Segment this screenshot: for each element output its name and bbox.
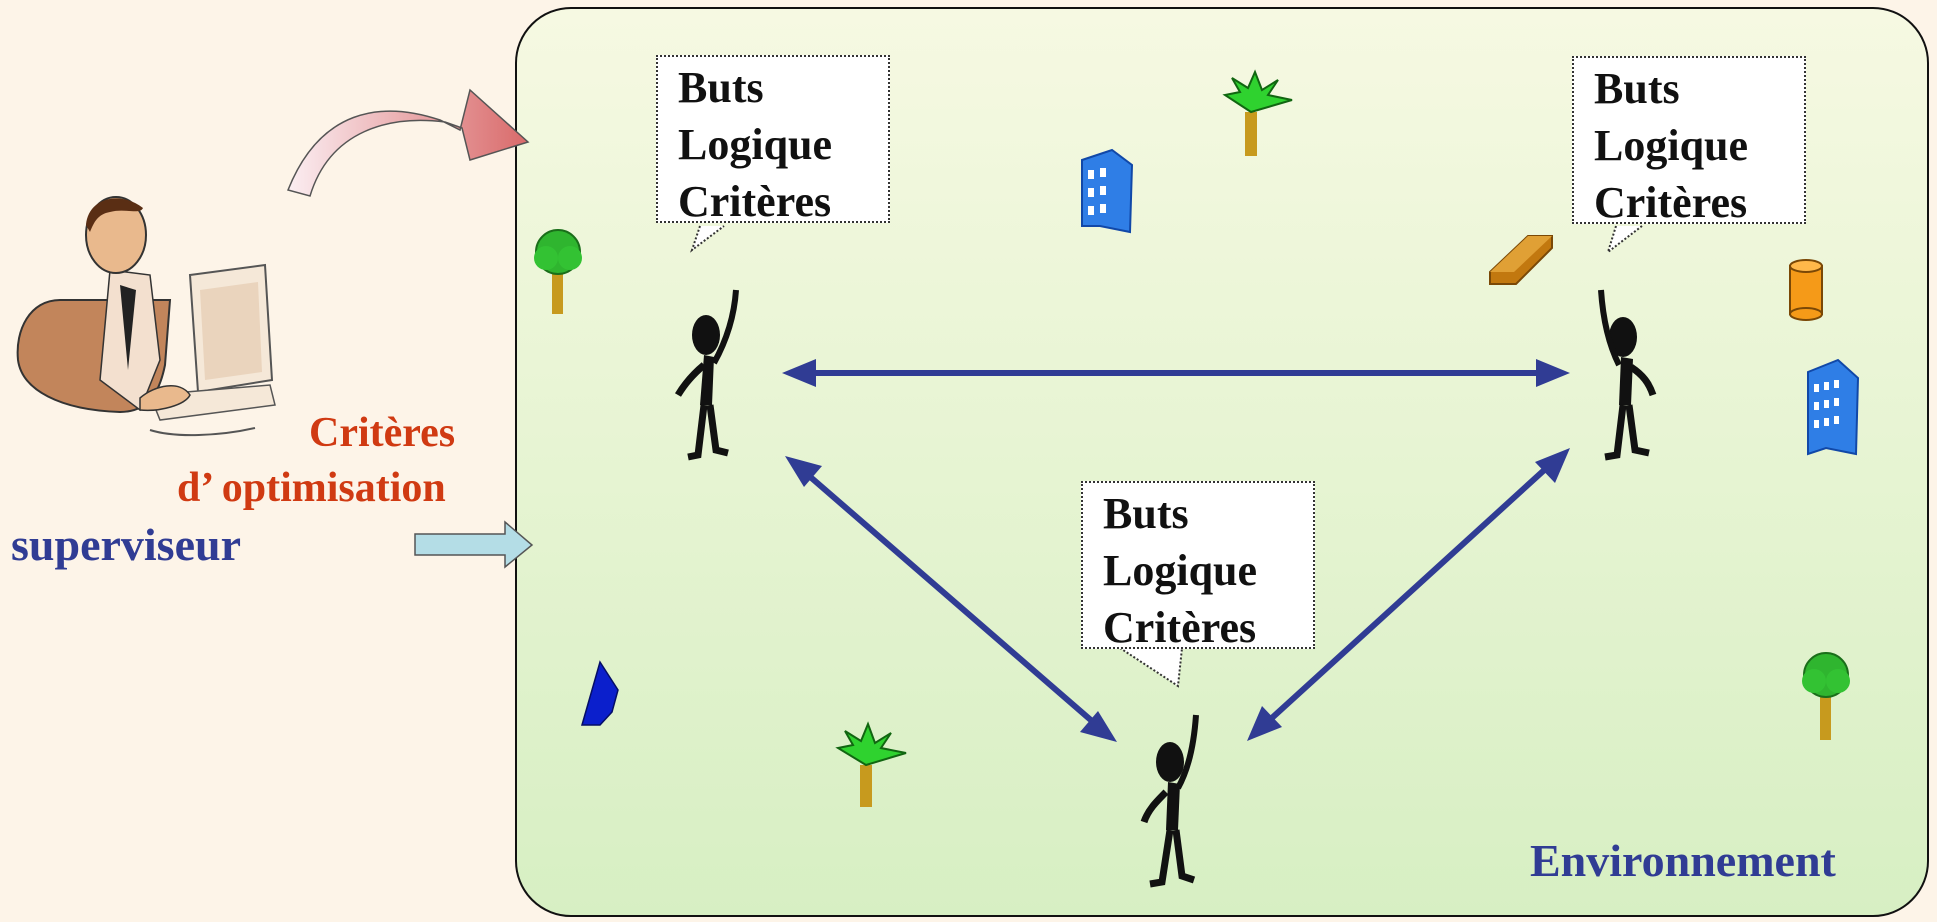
- crystal-icon: [581, 660, 619, 726]
- criteria-label-line1: Critères: [309, 410, 456, 456]
- agent-bubble: Buts Logique Critères: [1572, 56, 1806, 227]
- arrow-agent2-agent3: [1259, 460, 1555, 730]
- building-icon: [1081, 148, 1134, 234]
- environment-label: Environnement: [1530, 835, 1836, 886]
- bubble-line: Critères: [678, 177, 832, 226]
- bubble-line: Logique: [1103, 546, 1258, 595]
- bubble-line: Critères: [1103, 603, 1257, 652]
- cylinder-icon: [1789, 259, 1823, 321]
- input-arrow: [414, 520, 534, 569]
- tree-icon: [1802, 652, 1850, 740]
- palm-tree-icon: [835, 721, 907, 807]
- agent-figure: [674, 289, 739, 461]
- bubble-line: Logique: [678, 120, 833, 169]
- building-icon: [1807, 358, 1860, 456]
- bubble-line: Buts: [678, 63, 764, 112]
- agent-bubble: Buts Logique Critères: [656, 55, 890, 226]
- curved-arrow: [286, 88, 530, 197]
- bubble-line: Buts: [1594, 64, 1680, 113]
- tree-icon: [534, 229, 582, 314]
- bubble-line: Buts: [1103, 489, 1189, 538]
- palm-tree-icon: [1222, 69, 1293, 156]
- supervisor-figure: [16, 196, 276, 437]
- bubble-line: Logique: [1594, 121, 1749, 170]
- arrow-agent1-agent2-heads: [782, 359, 1570, 387]
- agent-bubble: Buts Logique Critères: [1081, 481, 1315, 652]
- agent-figure: [1140, 714, 1199, 888]
- arrow-agent1-agent3: [798, 465, 1102, 731]
- bubble-line: Critères: [1594, 178, 1748, 227]
- criteria-label-line2: d’ optimisation: [177, 465, 446, 511]
- brick-icon: [1489, 235, 1553, 285]
- supervisor-label: superviseur: [11, 519, 241, 570]
- agent-figure: [1598, 289, 1657, 461]
